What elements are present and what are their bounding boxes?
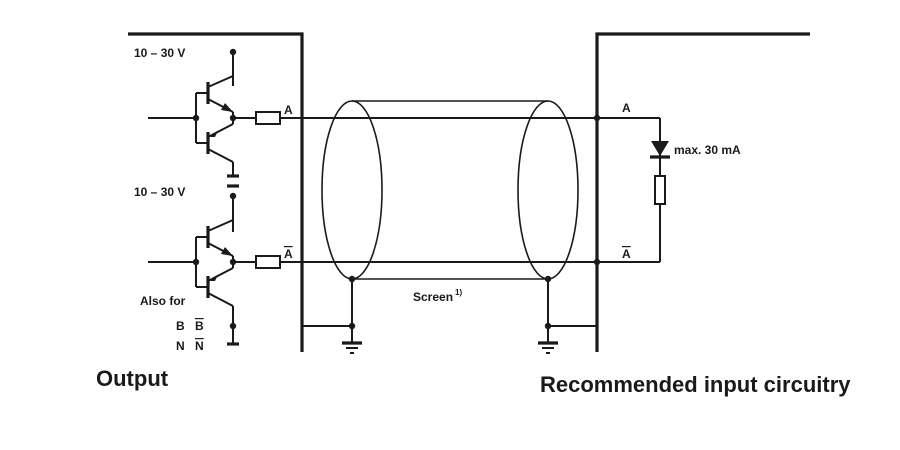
also-n-label: N	[176, 339, 185, 353]
lower-output-stage	[148, 184, 302, 346]
also-for-label: Also for	[140, 294, 186, 308]
input-a-bar-label: A	[622, 247, 631, 261]
also-b-label: B	[176, 319, 185, 333]
signal-a-bar-label: A	[284, 247, 293, 261]
screen-footnote: 1)	[455, 288, 462, 297]
screen-ellipse-left	[321, 100, 383, 280]
also-n-bar-label: N	[195, 339, 204, 353]
signal-a-label: A	[284, 103, 293, 117]
input-circuit	[593, 114, 670, 266]
output-caption: Output	[96, 366, 169, 391]
screen-text: Screen	[413, 290, 453, 304]
upper-output-stage	[148, 48, 302, 178]
output-housing-border	[128, 32, 304, 352]
screen-ellipse-right	[517, 100, 579, 280]
supply-top-label: 10 – 30 V	[134, 46, 185, 60]
input-housing-border	[595, 32, 810, 352]
input-a-label: A	[622, 101, 631, 115]
max-current-label: max. 30 mA	[674, 143, 741, 157]
input-resistor	[654, 175, 666, 205]
input-caption: Recommended input circuitry	[540, 372, 851, 397]
also-b-bar-label: B	[195, 319, 204, 333]
shielded-cable	[302, 100, 660, 354]
supply-bottom-label: 10 – 30 V	[134, 185, 185, 199]
diode-icon	[651, 141, 669, 156]
